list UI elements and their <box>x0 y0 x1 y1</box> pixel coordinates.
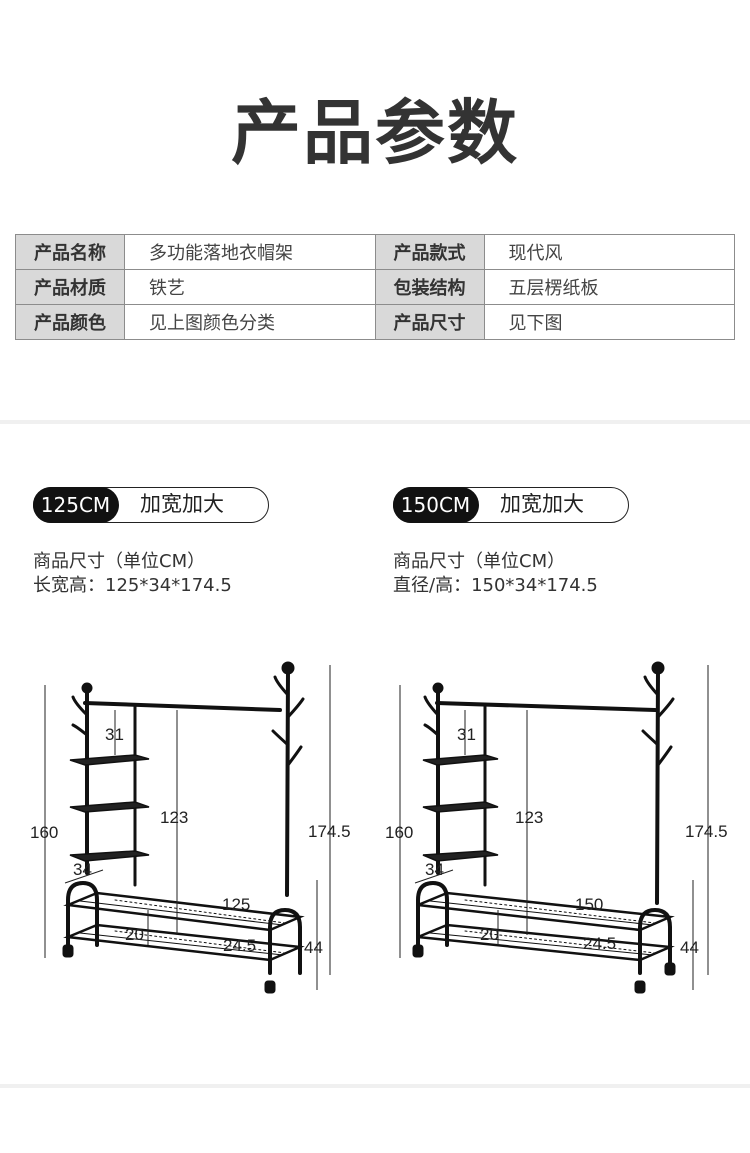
param-value: 见下图 <box>483 304 735 340</box>
dim-depth: 34 <box>425 860 444 879</box>
variant-badge-150: 150CM 加宽加大 <box>392 486 629 523</box>
dim-total-height: 174.5 <box>685 822 728 841</box>
table-row: 产品颜色 见上图颜色分类 产品尺寸 见下图 <box>15 304 735 340</box>
rack-frame <box>62 661 305 994</box>
size-label: 150CM <box>392 486 479 523</box>
param-value: 现代风 <box>483 234 735 270</box>
dim-width: 150 <box>575 895 603 914</box>
param-key: 包装结构 <box>374 269 485 305</box>
dimension-lines <box>399 665 709 990</box>
dim-shoe-gap: 20 <box>480 925 499 944</box>
spec-dimensions: 长宽高：125*34*174.5 <box>33 575 232 596</box>
variant-label: 加宽加大 <box>140 492 224 516</box>
dim-width: 125 <box>222 895 250 914</box>
params-table: 产品名称 多功能落地衣帽架 产品款式 现代风 产品材质 铁艺 包装结构 五层楞纸… <box>15 234 735 340</box>
spec-block: 商品尺寸（单位CM） 长宽高：125*34*174.5 <box>33 550 232 598</box>
rack-frame <box>412 661 676 994</box>
spec-title: 商品尺寸（单位CM） <box>393 551 566 572</box>
spec-dimensions: 直径/高：150*34*174.5 <box>393 575 598 596</box>
param-value: 见上图颜色分类 <box>124 304 376 340</box>
param-value: 铁艺 <box>124 269 376 305</box>
dimension-lines <box>44 665 331 990</box>
param-key: 产品款式 <box>374 234 485 270</box>
dim-shoe-height: 44 <box>304 938 323 957</box>
section-divider <box>0 420 750 424</box>
dim-total-height: 174.5 <box>308 822 351 841</box>
dim-depth: 34 <box>73 860 92 879</box>
dim-height-left: 160 <box>30 823 58 842</box>
table-row: 产品名称 多功能落地衣帽架 产品款式 现代风 <box>15 234 735 270</box>
param-key: 产品材质 <box>15 269 125 305</box>
param-value: 五层楞纸板 <box>483 269 735 305</box>
variant-badge-125: 125CM 加宽加大 <box>32 486 269 523</box>
rack-diagram-150: 160 31 123 174.5 34 150 20 24.5 44 <box>385 661 728 994</box>
dim-shoe-height: 44 <box>680 938 699 957</box>
variant-label: 加宽加大 <box>500 492 584 516</box>
table-row: 产品材质 铁艺 包装结构 五层楞纸板 <box>15 269 735 305</box>
dim-shoe-depth: 24.5 <box>583 934 616 953</box>
dim-shoe-depth: 24.5 <box>223 936 256 955</box>
param-value: 多功能落地衣帽架 <box>124 234 376 270</box>
param-key: 产品尺寸 <box>374 304 485 340</box>
param-key: 产品名称 <box>15 234 125 270</box>
dim-inner-height: 123 <box>160 808 188 827</box>
dim-shoe-gap: 20 <box>125 925 144 944</box>
dim-height-left: 160 <box>385 823 413 842</box>
dim-shelf-gap: 31 <box>105 725 124 744</box>
spec-title: 商品尺寸（单位CM） <box>33 551 206 572</box>
dim-shelf-gap: 31 <box>457 725 476 744</box>
rack-diagram-125: 160 31 123 174.5 34 125 20 24.5 44 <box>30 661 351 994</box>
page-title: 产品参数 <box>231 92 519 174</box>
dim-inner-height: 123 <box>515 808 543 827</box>
section-divider <box>0 1084 750 1088</box>
spec-block: 商品尺寸（单位CM） 直径/高：150*34*174.5 <box>393 550 598 598</box>
param-key: 产品颜色 <box>15 304 125 340</box>
size-label: 125CM <box>32 486 119 523</box>
